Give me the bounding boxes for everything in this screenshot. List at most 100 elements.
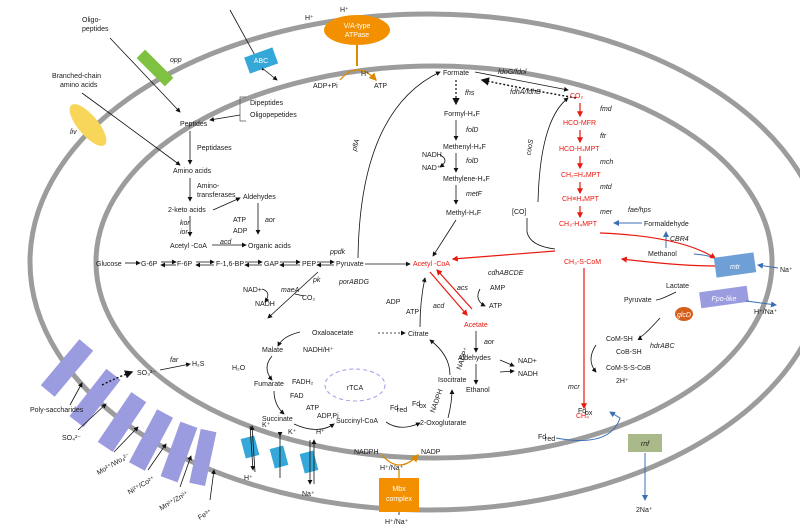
rnf-complex: rnf Fd ox Fd red 2Na⁺ — [538, 408, 662, 514]
dipeptides: Dipeptides — [250, 100, 284, 107]
glycolysis: Glucose G-6P F-6P F-1,6-BP GAP PEP Pyruv… — [96, 71, 441, 319]
fd-ox-rtca: Fd — [412, 401, 420, 408]
malate: Malate — [262, 347, 283, 354]
pyruvate-right: Pyruvate — [624, 297, 652, 304]
atp-left: ATP — [233, 217, 246, 224]
fd-ox-rnf-sub: ox — [585, 410, 593, 417]
fumarate: Fumarate — [254, 381, 284, 388]
branched-2: amino acids — [60, 82, 98, 89]
nadh-ethanol: NADH — [518, 371, 538, 378]
na-k: Na⁺ — [302, 491, 315, 498]
atp-citrate: ATP — [406, 309, 419, 316]
rtca-label: rTCA — [347, 385, 364, 392]
two-na: 2Na⁺ — [636, 507, 653, 514]
atpase-complex: V/A-type ATPase H⁺ H⁺ ADP+Pi H⁺ ATP — [305, 7, 390, 90]
aminotransferases-1: Amino- — [197, 183, 220, 190]
atp-acs: ATP — [489, 303, 502, 310]
pflA: pflA — [351, 138, 361, 153]
adp-citrate: ADP — [386, 299, 401, 306]
fd-red-rnf: Fd — [538, 434, 546, 441]
amp: AMP — [490, 285, 506, 292]
oxoglutarate: 2-Oxoglutarate — [420, 420, 466, 427]
k-1: K⁺ — [262, 422, 271, 429]
aldehydes-right: Aldehydes — [458, 355, 491, 362]
opp-label: opp — [170, 57, 182, 64]
g6p: G-6P — [141, 261, 158, 268]
succinate: Succinate — [262, 416, 293, 423]
cbr4: CBR4 — [670, 236, 689, 243]
porABDG: porABDG — [338, 279, 370, 286]
methanogenesis: CO₂ fmd HCO-MFR ftr HCO-H₄MPT mch CH₂=H₄… — [559, 93, 724, 420]
pep: PEP — [302, 261, 316, 268]
co2-gly: CO₂ — [302, 295, 316, 302]
aldehydes-left: Aldehydes — [243, 194, 276, 201]
liv-transporter: Branched-chain amino acids liv — [52, 73, 181, 166]
nadh-gly: NADH — [255, 301, 275, 308]
hco-mfr: HCO-MFR — [563, 120, 596, 127]
com-sh: CoM-SH — [606, 336, 633, 343]
maeA: maeA — [281, 287, 300, 294]
nadph-rtca: NADPH — [430, 388, 445, 413]
ni-co: Ni²⁺/Co²⁺ — [127, 475, 156, 496]
mbx-label-2: complex — [386, 496, 413, 503]
gap: GAP — [264, 261, 279, 268]
nadh-formate: NADH — [422, 152, 442, 159]
far: far — [170, 357, 179, 364]
mbx-complex: Mbx complex NADPH NADP H⁺/Na⁺ H⁺/Na⁺ — [354, 449, 441, 526]
methenyl: Methenyl-H₄F — [443, 144, 486, 151]
abc-transporter: ABC — [229, 9, 279, 81]
fe: Fe³⁺ — [197, 508, 213, 521]
atp-rtca: ATP — [306, 405, 319, 412]
fmd: fmd — [600, 106, 613, 113]
h-na-mbx: H⁺/Na⁺ — [380, 465, 404, 472]
ch4: CH₄ — [576, 413, 589, 420]
ftr: ftr — [600, 133, 607, 140]
mch: mch — [600, 159, 613, 166]
ppdk: ppdk — [329, 249, 346, 256]
aor-right: aor — [484, 339, 495, 346]
f6p: F-6P — [177, 261, 193, 268]
na-mtr: Na⁺ — [780, 267, 793, 274]
h-na-fpo: H⁺/Na⁺ — [754, 309, 778, 316]
succinyl-coa: Succinyl-CoA — [336, 418, 378, 425]
metF: metF — [466, 191, 483, 198]
formate-pathway: Formate fdoG/fdol fdhA/fdhB fhs Formyl-H… — [422, 69, 577, 257]
mer: mer — [600, 209, 613, 216]
h-left-k: H⁺ — [244, 475, 253, 482]
h-top-1: H⁺ — [305, 15, 314, 22]
outer-membrane — [27, 11, 800, 513]
polysaccharides: Poly-saccharides — [30, 407, 84, 414]
branched-1: Branched-chain — [52, 73, 101, 80]
glcD-label: glcD — [677, 312, 691, 319]
oxaloacetate: Oxaloacetate — [312, 330, 353, 337]
keto-acids: 2-keto acids — [168, 207, 206, 214]
formaldehyde: Formaldehyde — [644, 221, 689, 228]
isocitrate: Isocitrate — [438, 377, 467, 384]
ion-transporters: Poly-saccharides SO₄²⁻ Mo²⁺/Wo₄²⁻ Ni²⁺/C… — [30, 339, 217, 522]
mtr-label: mtr — [730, 264, 741, 271]
cob-sh: CoB-SH — [616, 349, 642, 356]
fd-ox-rnf: Fd — [578, 408, 586, 415]
nadh-h: NADH/H⁺ — [303, 347, 334, 354]
atp-top: ATP — [374, 83, 387, 90]
acd-left: acd — [220, 239, 232, 246]
fpo-label: Fpo-like — [712, 296, 737, 303]
oligopeptides-int: Oligopepetides — [250, 112, 297, 119]
co: [CO] — [512, 209, 526, 216]
acetate-pathway: Acetyl -CoA acs AMP ATP Acetate aor Alde… — [413, 250, 556, 394]
pyruvate-main: Pyruvate — [336, 261, 364, 268]
acd-rtca: acd — [433, 303, 445, 310]
k-2: K⁺ — [288, 429, 297, 436]
rnf-label: rnf — [641, 441, 650, 448]
fdhA: fdhA/fdhB — [510, 89, 541, 96]
cdhABCDE: cdhABCDE — [488, 270, 524, 277]
liv-label: liv — [70, 129, 77, 136]
glucose: Glucose — [96, 261, 122, 268]
mn-zn: Mn²⁺/Zn²⁺ — [159, 490, 190, 512]
ch3-mpt: CH₃-H₄MPT — [559, 221, 598, 228]
hdrABC: hdrABC — [650, 343, 675, 350]
atpase-label-2: ATPase — [345, 32, 369, 39]
nadph-mbx: NADPH — [354, 449, 379, 456]
